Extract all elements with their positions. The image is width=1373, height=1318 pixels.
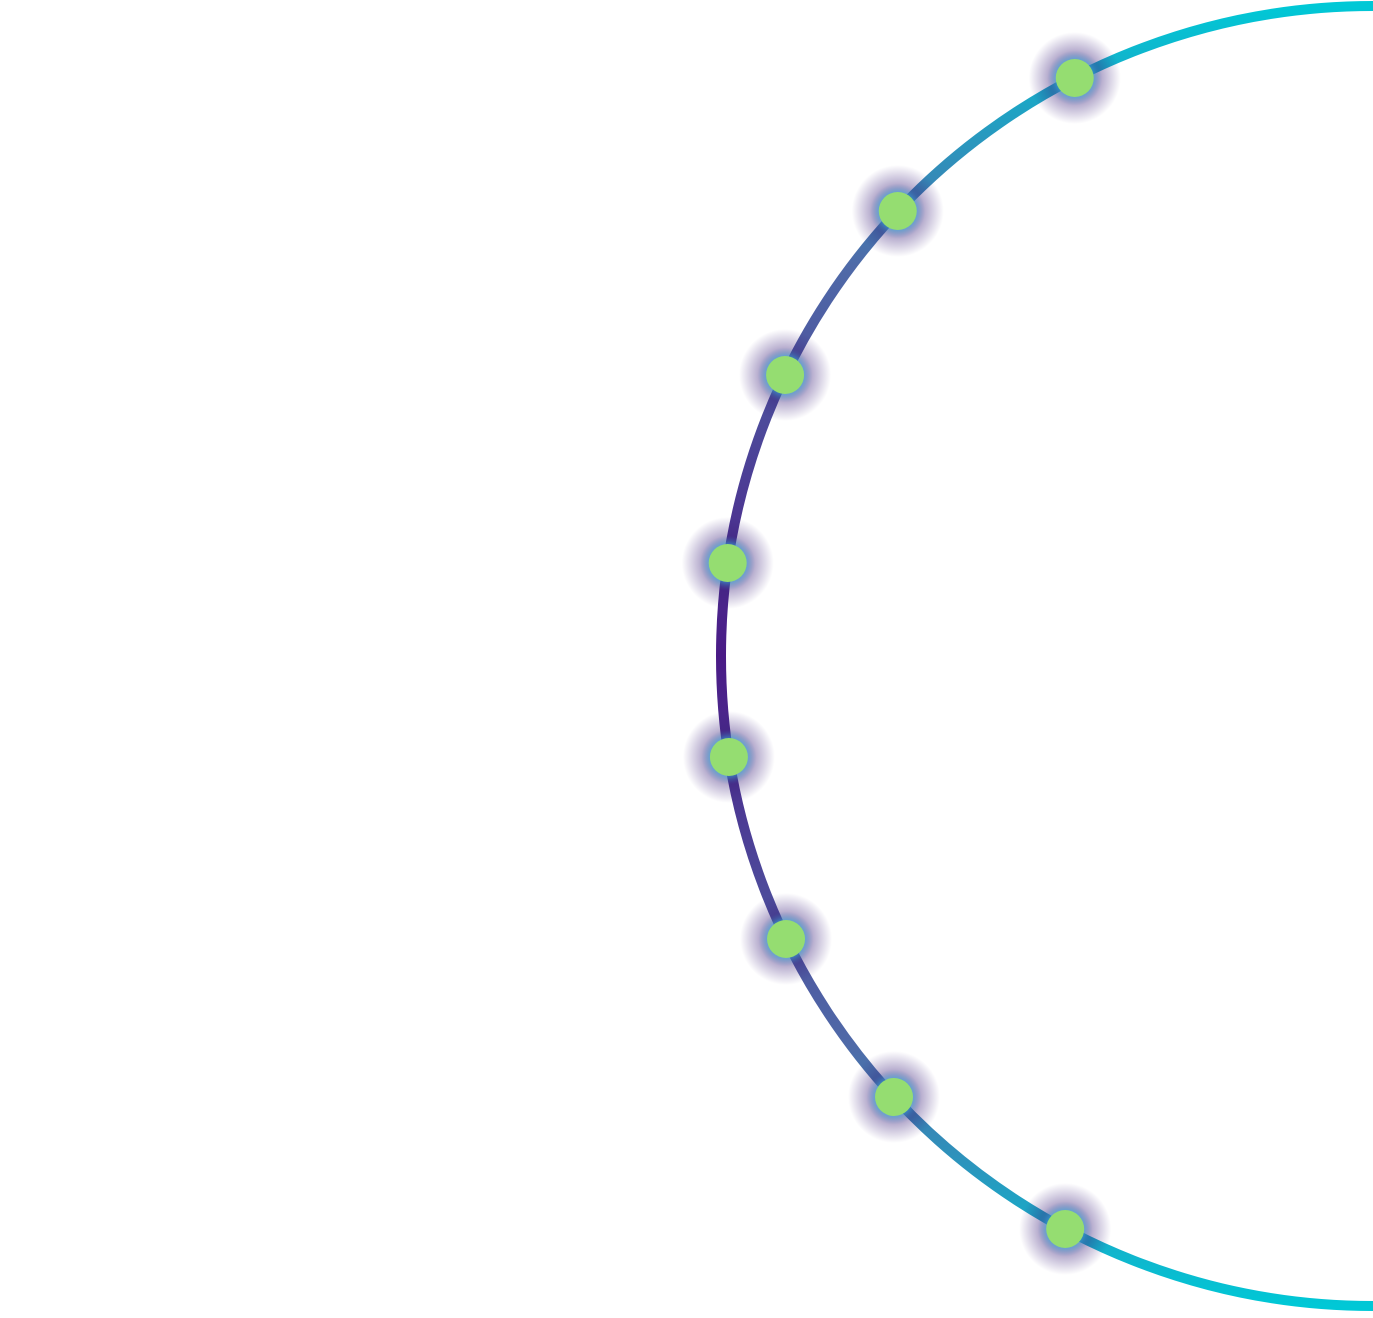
node-dot [708,544,747,582]
arc-line [716,1,1373,1311]
node-dot [1055,59,1094,97]
node-dot [766,356,805,394]
node-dot [709,738,748,776]
arc-node [739,329,832,421]
arc-node [1028,32,1121,124]
node-dot [767,920,806,958]
arc-node [682,711,775,803]
arc-node [851,165,944,257]
node-dot [875,1078,914,1116]
node-dot [1046,1210,1085,1248]
node-dot [878,192,917,230]
arc-node [848,1051,941,1143]
arc-node [740,893,833,985]
arc-node [681,517,774,609]
arc-node [1019,1183,1112,1275]
